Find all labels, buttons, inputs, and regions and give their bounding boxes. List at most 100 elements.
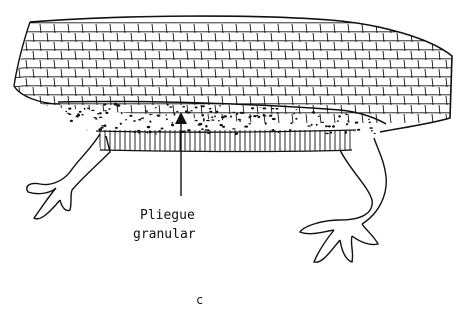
granule-dot (276, 108, 279, 110)
granule-dot (84, 108, 86, 110)
granule-dot (249, 116, 251, 119)
granule-dot (239, 120, 241, 122)
granule-dot (326, 133, 329, 134)
scale-row (10, 68, 460, 69)
scale-edge (103, 105, 104, 114)
scale-edge (12, 114, 13, 123)
scale-row (10, 32, 460, 33)
granule-dot (369, 122, 371, 124)
granule-dot (108, 108, 110, 110)
scale-edge (418, 24, 419, 33)
granule-dot (251, 107, 254, 109)
scale-edge (222, 114, 223, 123)
scale-edge (12, 78, 13, 87)
granule-dot (272, 118, 276, 120)
granule-dot (169, 106, 172, 107)
granule-dot (256, 115, 258, 116)
granule-dot (161, 128, 164, 130)
scale-edge (292, 114, 293, 123)
scale-edge (33, 105, 34, 114)
scale-edge (453, 69, 454, 78)
granule-dot (223, 115, 227, 117)
granule-dot (91, 110, 95, 111)
granule-dot (347, 120, 349, 121)
granule-dot (211, 117, 214, 118)
granule-dot (316, 124, 318, 126)
granule-dot (355, 122, 358, 124)
granule-dot (145, 110, 148, 111)
granule-dot (263, 115, 267, 116)
scale-edge (404, 114, 405, 123)
granule-dot (99, 117, 103, 118)
granule-dot (190, 110, 193, 111)
granule-dot (61, 118, 64, 119)
granule-dot (311, 124, 313, 126)
granule-dot (205, 125, 207, 128)
granule-dot (337, 120, 339, 121)
granule-dot (201, 105, 205, 107)
granule-dot (218, 120, 220, 122)
scale-edge (453, 51, 454, 60)
granule-dot (206, 120, 210, 121)
granule-dot (104, 110, 107, 111)
scale-row (10, 77, 460, 78)
granule-dot (357, 129, 360, 131)
granule-dot (77, 113, 79, 116)
granule-dot (332, 125, 335, 127)
granule-dot (115, 127, 118, 129)
granule-dot (99, 112, 102, 114)
granule-dot (125, 119, 127, 120)
granule-dot (296, 108, 298, 110)
granule-dot (271, 130, 273, 131)
granule-dot (120, 123, 122, 125)
granule-dot (149, 121, 151, 123)
granule-dot (133, 120, 136, 121)
granule-dot (203, 119, 205, 121)
granule-dot (201, 114, 204, 116)
granule-dot (232, 128, 236, 129)
granule-dot (293, 113, 295, 115)
right-hind-leg (300, 138, 386, 262)
scale-edge (47, 105, 48, 114)
scale-edge (61, 105, 62, 114)
granule-dot (62, 133, 65, 135)
scale-edge (124, 114, 125, 123)
granule-dot (105, 112, 108, 114)
granule-dot (138, 119, 141, 121)
granule-dot (87, 108, 89, 110)
body-outline (30, 16, 452, 132)
granule-dot (181, 131, 184, 133)
granule-dot (271, 108, 274, 109)
scale-edge (89, 105, 90, 114)
scale-edge (19, 69, 20, 78)
scale-row (10, 23, 460, 24)
granule-dot (214, 115, 216, 117)
granule-dot (211, 119, 214, 120)
scale-edge (75, 105, 76, 114)
scale-row (10, 50, 460, 51)
granule-dot (253, 115, 256, 117)
granule-dot (68, 114, 71, 116)
granule-dot (295, 118, 297, 120)
granule-dot (129, 115, 132, 117)
granule-dot (155, 133, 157, 134)
granule-dot (70, 120, 73, 122)
scale-edge (453, 33, 454, 42)
granule-dot (157, 115, 161, 117)
granule-dot (307, 125, 310, 126)
granule-dot (236, 113, 238, 115)
scale-row (10, 41, 460, 42)
scale-edge (418, 114, 419, 123)
granule-dot (121, 112, 123, 114)
granule-dot (368, 119, 370, 121)
granule-dot (238, 119, 241, 121)
scale-row (10, 86, 460, 87)
granule-dot (97, 113, 99, 115)
scale-row (10, 95, 460, 96)
granule-dot (103, 124, 106, 127)
granule-dot (149, 114, 151, 115)
granule-dot (195, 120, 198, 122)
granule-dot (318, 116, 320, 117)
granule-dot (147, 132, 149, 134)
granule-dot (230, 115, 232, 117)
